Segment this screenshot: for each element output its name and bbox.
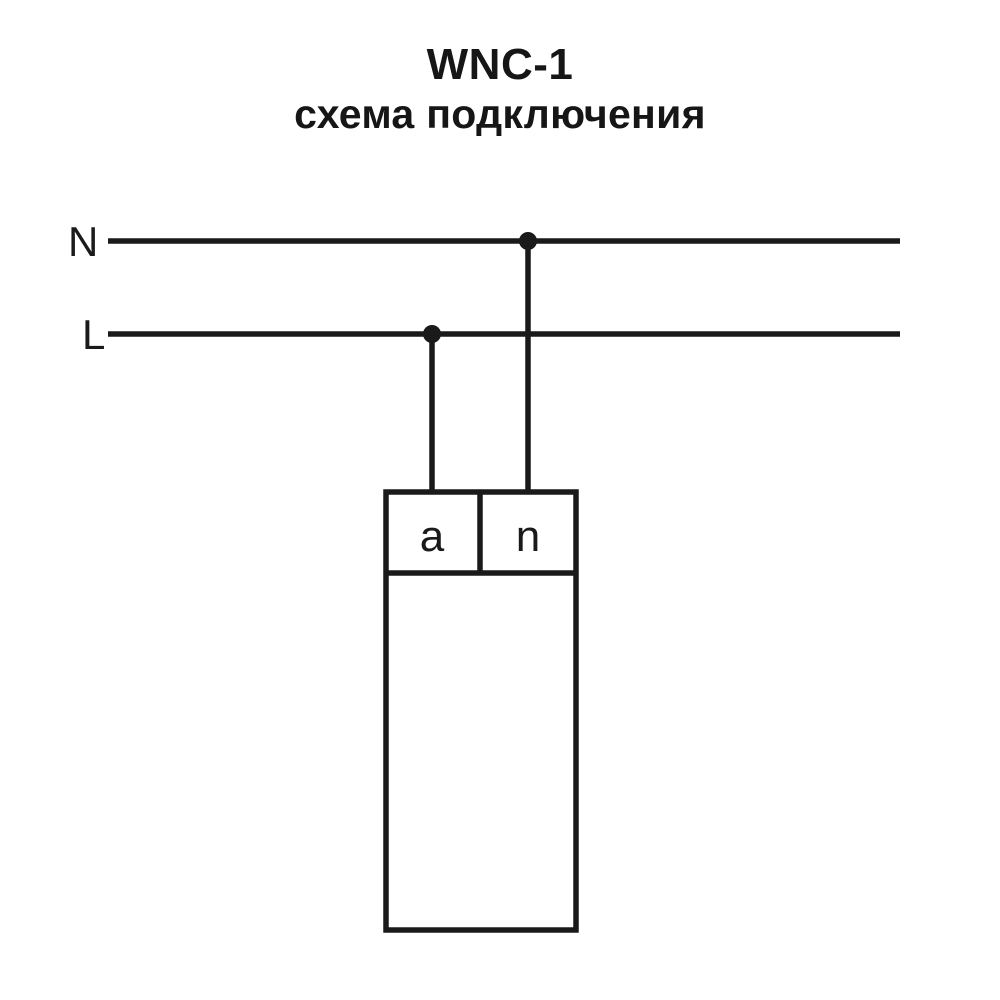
page-title: WNC-1 xyxy=(426,40,574,89)
junction-dot-neutral xyxy=(519,232,537,250)
terminal-label-n: n xyxy=(516,512,540,561)
neutral-rail-label: N xyxy=(68,218,98,265)
terminal-label-a: a xyxy=(420,512,445,561)
title-block: WNC-1 схема подключения xyxy=(0,40,1000,138)
page-subtitle: схема подключения xyxy=(294,91,706,137)
junction-dot-line xyxy=(423,325,441,343)
line-rail-label: L xyxy=(82,311,105,358)
